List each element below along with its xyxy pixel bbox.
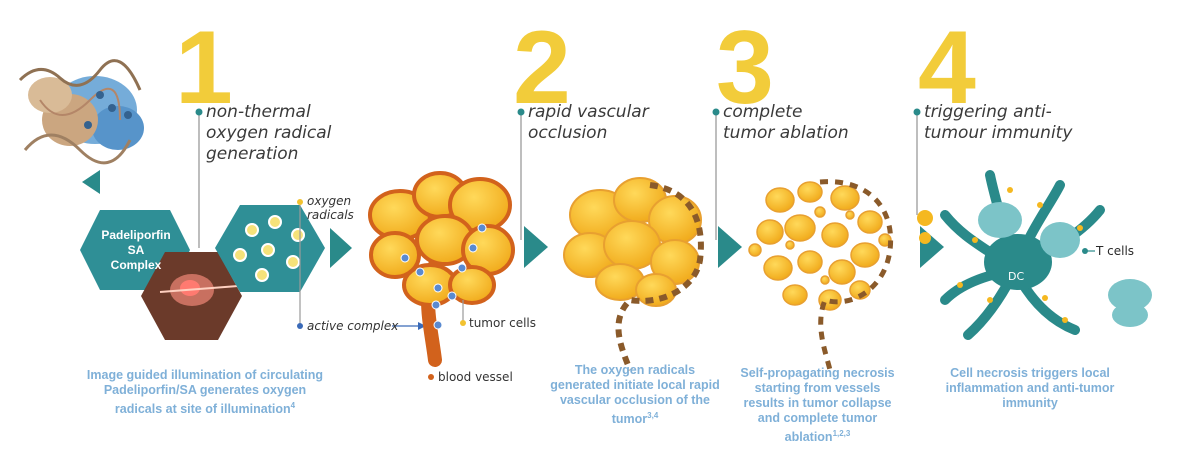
debris-dot <box>917 210 933 226</box>
t-cells-label: T cells <box>1096 244 1135 258</box>
step-1-title-line: generation <box>206 144 299 164</box>
arrow-2 <box>524 226 548 268</box>
caption-line: immunity <box>1002 396 1058 410</box>
blood-vessel-dot <box>428 374 434 380</box>
step-1-number: 1 <box>175 10 233 126</box>
caption-line: generated initiate local rapid <box>550 378 720 392</box>
step-1-title-line: non-thermal <box>206 102 311 122</box>
caption-line: ablation <box>784 430 833 445</box>
caption-line: and complete tumor <box>757 411 878 425</box>
leader-dot-2 <box>517 108 525 116</box>
caption-line: starting from vessels <box>754 381 881 395</box>
step-1-title: non-thermal oxygen radical generation <box>206 102 331 165</box>
caption-reference: 1,2,3 <box>832 429 851 438</box>
caption-line: Padeliporfin/SA generates oxygen <box>103 383 307 397</box>
caption-line: Self-propagating necrosis <box>740 366 895 380</box>
t-cells-dot <box>1082 248 1088 254</box>
tumor-with-vessel <box>368 171 515 367</box>
active-complex-dot <box>297 323 303 329</box>
blood-vessel-label: blood vessel <box>438 370 513 384</box>
caption-line: The oxygen radicals <box>574 363 696 377</box>
step-4-number: 4 <box>918 10 976 126</box>
caption-step-3: Self-propagating necrosis starting from … <box>730 366 905 445</box>
arrow-3 <box>718 226 742 268</box>
caption-line: vascular occlusion of the <box>559 393 711 407</box>
caption-line: radicals at site of illumination <box>114 402 291 417</box>
step-1-title-line: oxygen radical <box>206 123 332 143</box>
tumor-occluded <box>563 177 704 372</box>
tumor-ablated <box>748 179 894 371</box>
step-3-title-line: complete <box>723 102 803 122</box>
caption-line: inflammation and anti-tumor <box>945 381 1115 395</box>
step-3-title-line: tumor ablation <box>723 123 849 143</box>
step-2-title-line: occlusion <box>528 123 608 143</box>
active-complex-label: active complex <box>307 319 399 333</box>
caption-step-4: Cell necrosis triggers local inflammatio… <box>935 366 1125 411</box>
caption-line: results in tumor collapse <box>743 396 892 410</box>
leader-lines <box>198 113 918 248</box>
oxygen-radicals-line: radicals <box>307 208 354 222</box>
caption-line: tumor <box>611 412 648 427</box>
step-3-title: complete tumor ablation <box>723 102 849 144</box>
caption-line: Cell necrosis triggers local <box>950 366 1110 380</box>
tumor-cells-label: tumor cells <box>469 316 536 330</box>
caption-line: Image guided illumination of circulating <box>86 368 324 382</box>
dc-label: DC <box>1008 270 1025 283</box>
step-4-title-line: triggering anti- <box>924 102 1052 122</box>
hex-label-line: Complex <box>110 258 162 272</box>
tumor-cells-dot <box>460 320 466 326</box>
dendritic-cell <box>917 170 1152 340</box>
leader-dot-3 <box>712 108 720 116</box>
oxygen-radicals-label: oxygen radicals <box>307 194 354 222</box>
hex-label-line: SA <box>127 243 145 257</box>
caption-reference: 4 <box>290 401 296 410</box>
protein-structure-image <box>0 55 158 195</box>
oxygen-radicals-line: oxygen <box>307 194 352 208</box>
hex-complex-label: Padeliporfin SA Complex <box>86 228 186 273</box>
caption-step-1: Image guided illumination of circulating… <box>40 368 370 417</box>
caption-step-2: The oxygen radicals generated initiate l… <box>535 363 735 427</box>
step-2-number: 2 <box>513 10 571 126</box>
illumination-photo <box>141 252 242 340</box>
hex-label-line: Padeliporfin <box>101 228 171 242</box>
leader-dot-4 <box>913 108 921 116</box>
step-3-number: 3 <box>716 10 774 126</box>
oxygen-radical-particles <box>233 215 305 282</box>
step-2-title: rapid vascular occlusion <box>528 102 649 144</box>
step-4-title: triggering anti- tumour immunity <box>924 102 1072 144</box>
arrow-1 <box>330 228 352 268</box>
step-2-title-line: rapid vascular <box>528 102 649 122</box>
caption-reference: 3,4 <box>647 411 659 420</box>
radicals-pointer-dot <box>297 199 303 205</box>
step-4-title-line: tumour immunity <box>924 123 1073 143</box>
leader-dot-1 <box>195 108 203 116</box>
